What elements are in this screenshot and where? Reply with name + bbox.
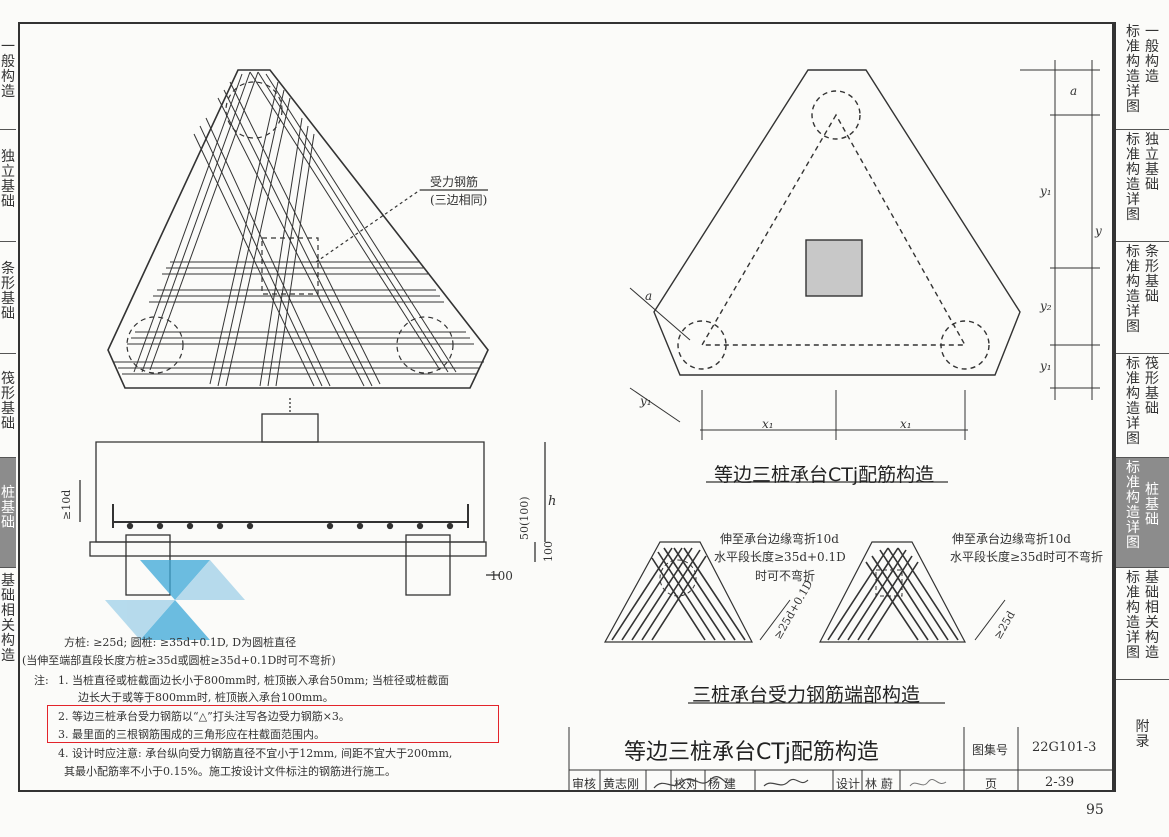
review-label: 审核 (572, 777, 597, 791)
dim-h: h (548, 494, 556, 509)
anchorage-note-2: (当伸至端部直段长度方桩≥35d或圆桩≥35d+0.1D时可不弯折) (22, 654, 336, 667)
tab-col2: 基础相关构造 (1145, 570, 1159, 661)
tab-col1: 标准构造详图 (1126, 132, 1140, 223)
tab-col2: 一般构造 (1145, 24, 1159, 85)
dim-y1-bottom: y₁ (1039, 359, 1052, 373)
dim-x1-left: x₁ (762, 417, 774, 431)
checker-name: 杨 建 (708, 777, 736, 791)
dim-10d: ≥10d (60, 490, 73, 520)
right-tab-strip-foundation[interactable]: 标准构造详图条形基础 (1116, 242, 1169, 354)
highlight-box (47, 705, 499, 743)
checker-signature (763, 778, 809, 787)
tab-col1: 标准构造详图 (1126, 570, 1140, 661)
caption-end-detail: 三桩承台受力钢筋端部构造 (692, 684, 921, 706)
page-label: 页 (985, 777, 998, 791)
design-label: 设计 (836, 777, 861, 791)
dim-y2: y₂ (1039, 299, 1052, 313)
right-end-note2: 水平段长度≥35d时可不弯折 (950, 549, 1103, 564)
end-detail-diagrams (603, 541, 1006, 643)
dim-a-left: a (645, 289, 652, 303)
dim-100: 100 (542, 541, 555, 562)
anchorage-note-1: 方桩: ≥25d; 圆桩: ≥35d+0.1D, D为圆桩直径 (64, 636, 297, 649)
atlas-number: 22G101-3 (1032, 740, 1097, 755)
left-tab-strip: 一般构造 独立基础 条形基础 筏形基础 桩基础 基础相关构造 (0, 22, 16, 792)
left-tab-general[interactable]: 一般构造 (0, 22, 16, 130)
tab-col1: 标准构造详图 (1126, 244, 1140, 335)
tab-col2: 独立基础 (1145, 132, 1159, 193)
plan-dimension-diagram (629, 60, 1100, 440)
left-tab-isolated[interactable]: 独立基础 (0, 130, 16, 242)
dim-25d-01D: ≥25d+0.1D (771, 578, 815, 642)
left-tab-label: 筏形基础 (1, 371, 15, 432)
tab-col1: 标准构造详图 (1126, 356, 1140, 447)
dim-100b: 100 (490, 569, 513, 583)
note-1a: 1. 当桩直径或桩截面边长小于800mm时, 桩顶嵌入承台50mm; 当桩径或桩… (58, 674, 449, 687)
check-label: 校对 (674, 777, 699, 791)
tab-col2: 条形基础 (1145, 244, 1159, 305)
right-tab-related[interactable]: 标准构造详图基础相关构造 (1116, 568, 1169, 680)
rebar-label: 受力钢筋 (430, 174, 478, 189)
tab-col2: 桩基础 (1145, 482, 1159, 528)
atlas-label: 图集号 (972, 743, 1009, 757)
left-tab-strip-foundation[interactable]: 条形基础 (0, 242, 16, 354)
note-4b: 其最小配筋率不小于0.15%。施工按设计文件标注的钢筋进行施工。 (64, 765, 396, 778)
designer-signature (909, 778, 947, 787)
designer-name: 林 蔚 (865, 777, 893, 791)
left-tab-pile[interactable]: 桩基础 (0, 458, 16, 568)
right-tab-pile[interactable]: 标准构造详图桩基础 (1116, 458, 1169, 568)
left-end-note1: 伸至承台边缘弯折10d (720, 531, 839, 546)
left-tab-raft[interactable]: 筏形基础 (0, 354, 16, 458)
note-2: 2. 等边三桩承台受力钢筋以“△”打头注写各边受力钢筋×3。 (58, 710, 350, 723)
left-tab-label: 独立基础 (1, 149, 15, 210)
drawing-frame (18, 22, 1114, 792)
watermark-logo (105, 560, 245, 640)
rebar-label-sub: (三边相同) (430, 193, 487, 207)
notes-prefix: 注: (34, 674, 49, 687)
tab-col1: 附录 (1135, 719, 1150, 750)
tab-col2: 筏形基础 (1145, 356, 1159, 417)
left-tab-label: 一般构造 (1, 39, 15, 100)
dim-x1-right: x₁ (900, 417, 912, 431)
left-tab-label: 桩基础 (1, 485, 15, 531)
title-block-title: 等边三桩承台CTj配筋构造 (624, 740, 879, 765)
reviewer-signature (653, 776, 731, 789)
page-code: 2-39 (1045, 775, 1075, 790)
plan-rebar-diagram (107, 69, 489, 389)
dim-a-right: a (1070, 84, 1077, 98)
right-tab-general[interactable]: 标准构造详图一般构造 (1116, 22, 1169, 130)
right-tab-appendix[interactable]: 附录 (1116, 680, 1169, 790)
title-block-grid (568, 727, 1114, 792)
dim-y: y (1094, 224, 1102, 238)
left-end-note2: 水平段长度≥35d+0.1D (714, 549, 846, 564)
section-diagram (79, 398, 546, 596)
page-number: 95 (1086, 802, 1104, 818)
note-1b: 边长大于或等于800mm时, 桩顶嵌入承台100mm。 (78, 691, 334, 704)
tab-col1: 标准构造详图 (1126, 24, 1140, 115)
right-tab-strip: 标准构造详图一般构造 标准构造详图独立基础 标准构造详图条形基础 标准构造详图筏… (1114, 22, 1169, 792)
left-tab-label: 基础相关构造 (1, 573, 15, 664)
dim-y1-top: y₁ (1039, 184, 1052, 198)
tab-col1: 标准构造详图 (1126, 460, 1140, 551)
right-end-note1: 伸至承台边缘弯折10d (952, 531, 1071, 546)
right-tab-raft[interactable]: 标准构造详图筏形基础 (1116, 354, 1169, 458)
left-end-note3: 时可不弯折 (755, 568, 815, 583)
note-4a: 4. 设计时应注意: 承台纵向受力钢筋直径不宜小于12mm, 间距不宜大于200… (58, 747, 453, 760)
left-tab-related[interactable]: 基础相关构造 (0, 568, 16, 680)
dim-50: 50(100) (518, 496, 531, 540)
note-3: 3. 最里面的三根钢筋围成的三角形应在柱截面范围内。 (58, 728, 325, 741)
dim-y1-left: y₁ (639, 394, 652, 408)
caption-plan: 等边三桩承台CTj配筋构造 (714, 464, 935, 486)
left-tab-label: 条形基础 (1, 261, 15, 322)
reviewer-name: 黄志刚 (603, 777, 640, 791)
right-tab-isolated[interactable]: 标准构造详图独立基础 (1116, 130, 1169, 242)
